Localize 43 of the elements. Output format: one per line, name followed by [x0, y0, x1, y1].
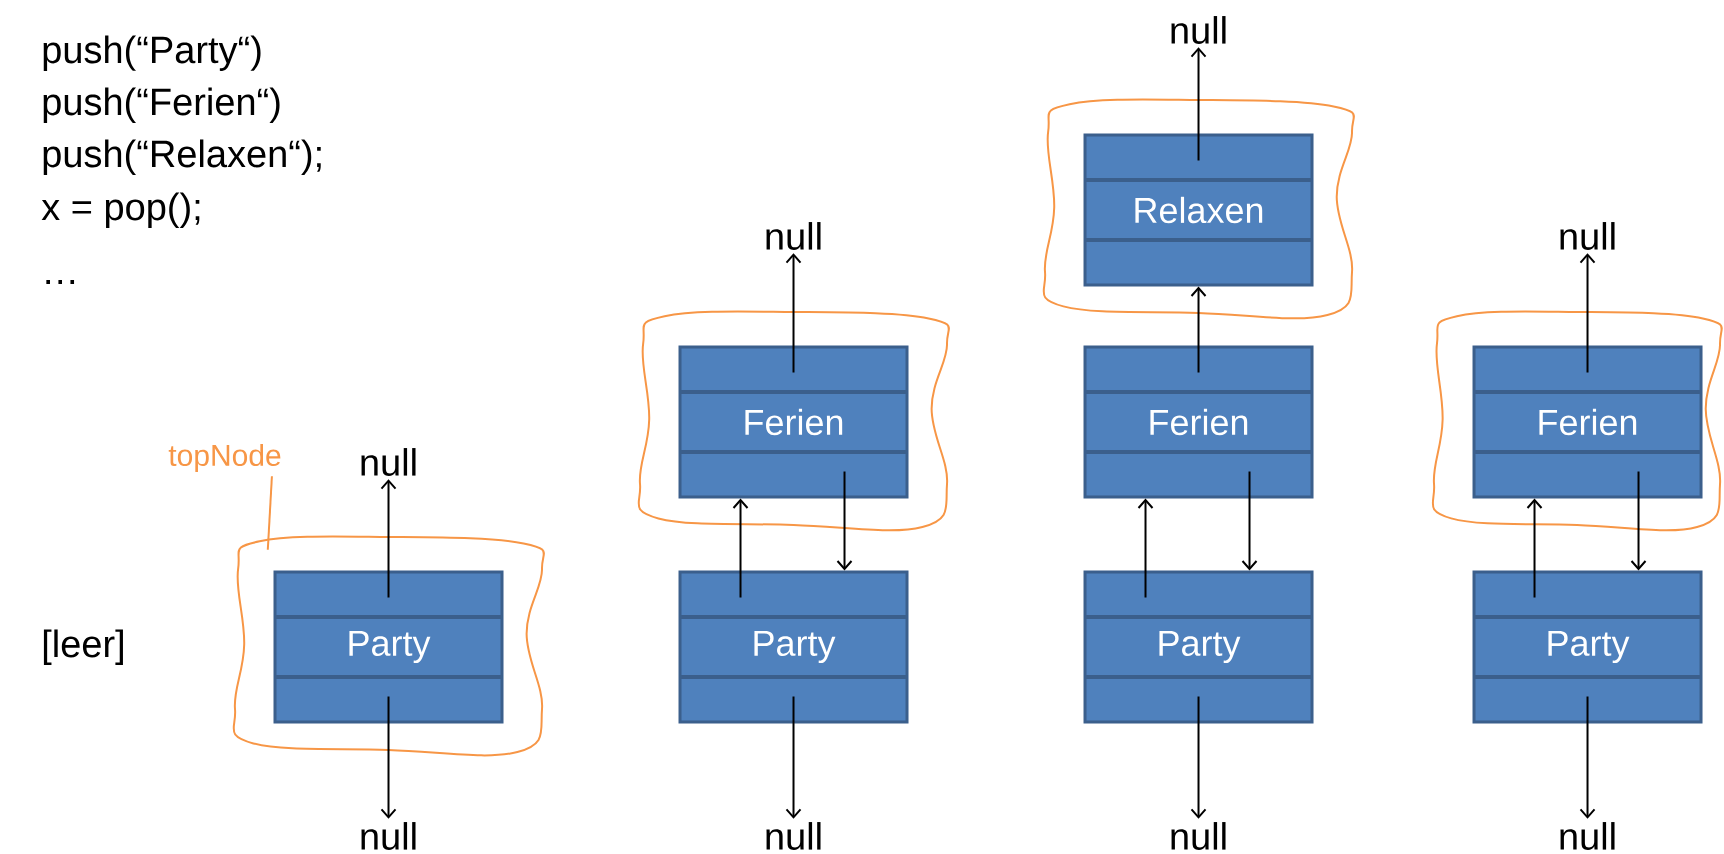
- null-label: null: [1560, 822, 1615, 850]
- code-line: x = pop();: [41, 192, 200, 228]
- arrow: [1190, 47, 1207, 162]
- arrow: [1190, 695, 1207, 819]
- list-node-box: Ferien: [678, 345, 909, 499]
- code-line: push(“Party“): [43, 35, 261, 71]
- highlight-outline: [1042, 98, 1355, 320]
- list-node-box: Ferien: [1083, 345, 1314, 499]
- arrow: [1190, 286, 1207, 374]
- ellipsis: …: [46, 279, 75, 284]
- arrow: [380, 695, 397, 819]
- null-label: null: [766, 222, 821, 250]
- null-label: null: [361, 448, 416, 476]
- list-node-box: Relaxen: [1083, 133, 1314, 287]
- null-label: null: [1171, 16, 1226, 44]
- list-node-box: Ferien: [1472, 345, 1703, 499]
- list-node-box: Party: [273, 570, 504, 724]
- null-label: null: [1171, 822, 1226, 850]
- arrow: [785, 695, 802, 819]
- arrow: [732, 498, 749, 599]
- arrow: [785, 253, 802, 374]
- state-label: [leer]: [43, 629, 123, 665]
- leader-line: [266, 475, 273, 551]
- arrow: [1630, 470, 1647, 571]
- arrow: [1579, 695, 1596, 819]
- highlight-outline: [232, 535, 545, 757]
- arrow: [380, 479, 397, 599]
- null-label: null: [766, 822, 821, 850]
- arrow: [1579, 253, 1596, 374]
- list-node-box: Party: [1083, 570, 1314, 724]
- arrow: [1526, 498, 1543, 599]
- code-line: push(“Ferien“): [43, 87, 280, 123]
- code-line: push(“Relaxen“);: [43, 139, 321, 175]
- list-node-box: Party: [1472, 570, 1703, 724]
- null-label: null: [1560, 222, 1615, 250]
- pointer-label: topNode: [168, 444, 281, 472]
- list-node-box: Party: [678, 570, 909, 724]
- highlight-outline: [637, 310, 950, 532]
- arrow: [1137, 498, 1154, 599]
- arrow: [836, 470, 853, 571]
- arrow: [1241, 470, 1258, 571]
- highlight-outline: [1431, 310, 1723, 532]
- null-label: null: [361, 822, 416, 850]
